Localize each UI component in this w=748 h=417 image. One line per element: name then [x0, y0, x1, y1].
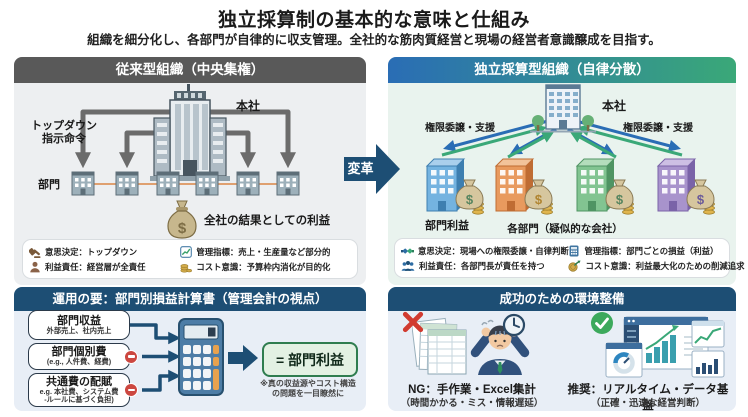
- transform-label: 変革: [347, 161, 374, 176]
- hq-label: 本社: [236, 99, 261, 113]
- ng-subtitle: （時間かかる・ミス・情報遅延）: [400, 398, 544, 409]
- hq-label: 本社: [602, 99, 627, 113]
- dept-label: 部門: [38, 179, 60, 191]
- svg-text:$: $: [616, 192, 624, 207]
- panel-pl-header: 運用の要：部門別損益計算書（管理会計の視点）: [14, 287, 366, 311]
- minus-icon: [124, 383, 138, 397]
- svg-text:$: $: [697, 192, 705, 207]
- fact-cost: コスト意識：利益最大化のための削減追求: [568, 260, 745, 272]
- ok-title: 推奨：リアルタイム・データ基盤: [567, 384, 729, 412]
- fact-cost: コスト意識：予算枠内消化が目的化: [180, 261, 351, 273]
- coins-icon: [180, 263, 193, 273]
- dashboard-icon: [605, 316, 725, 378]
- chart-icon: [180, 245, 193, 258]
- result-arrow-icon: [228, 345, 258, 371]
- pl-row-direct-cost: 部門個別費 (e.g., 人件費、経費): [28, 343, 130, 370]
- dept-building-icon: [115, 171, 139, 196]
- minus-icon: [124, 349, 138, 364]
- topdown-label: トップダウン 指示命令: [31, 120, 97, 145]
- panel-independent-header: 独立採算型組織（自律分散）: [388, 57, 736, 83]
- hq-building-icon: [150, 84, 230, 181]
- dept-profit-result: = 部門利益: [262, 342, 358, 377]
- traditional-facts-box: 意思決定：トップダウン 管理指標：売上・生産量など部分的 利益責任：経営層が全責…: [22, 239, 358, 279]
- dept-building-icon: [236, 171, 260, 196]
- independent-facts-box: 意思決定：現場への権限委譲・自律判断 管理指標：部門ごとの損益（利益） 利益責任…: [394, 238, 745, 278]
- panel-environment: 成功のための環境整備 NG：手作業・Excel集計 （時間かかる・ミス・情報遅延…: [388, 287, 736, 412]
- panel-independent-org: 独立採算型組織（自律分散）: [388, 57, 745, 285]
- pl-flow-connectors: [130, 323, 181, 392]
- panel-env-header: 成功のための環境整備: [388, 287, 736, 311]
- panel-traditional-org: 従来型組織（中央集権）: [14, 57, 366, 285]
- calculator-icon: [178, 318, 224, 396]
- panel-pl-statement: 運用の要：部門別損益計算書（管理会計の視点） 部門収益 外部売上、社内売上 部門…: [14, 287, 366, 411]
- person-icon: [30, 261, 40, 272]
- right-block-arrow-icon: [344, 144, 400, 194]
- delegation-arrows-graphic: [441, 119, 683, 159]
- svg-text:$: $: [535, 192, 543, 207]
- dept-building-icon: [156, 171, 180, 196]
- handshake-icon: [401, 247, 414, 254]
- page-title: 独立採算制の基本的な意味と仕組み: [217, 10, 530, 31]
- spreadsheet-papers-icon: [412, 317, 467, 375]
- dept-company-green-icon: $: [575, 158, 634, 215]
- svg-text:$: $: [178, 220, 187, 237]
- fact-responsibility: 利益責任：各部門長が責任を持つ: [401, 260, 568, 272]
- ok-subtitle: （正確・迅速な経営判断）: [590, 398, 705, 409]
- page-subtitle: 組織を細分化し、各部門が自律的に収支管理。全社的な筋肉質経営と現場の経営者意識醸…: [87, 33, 661, 47]
- ng-title: NG：手作業・Excel集計: [408, 384, 536, 396]
- company-profit-label: 全社の結果としての利益: [204, 215, 331, 227]
- gavel-icon: [29, 247, 41, 258]
- fact-kpi: 管理指標：売上・生産量など部分的: [180, 245, 351, 258]
- dept-building-icon: [195, 171, 219, 196]
- coin-arrow-icon: [568, 260, 582, 272]
- hq-building-icon: [530, 84, 596, 133]
- calculator-icon: [569, 245, 579, 256]
- fact-kpi: 管理指標：部門ごとの損益（利益）: [568, 245, 723, 257]
- delegation-label-right: 権限委譲・支援: [623, 123, 693, 134]
- dept-connector-line: [83, 183, 288, 185]
- pl-row-revenue: 部門収益 外部売上、社内売上: [28, 310, 130, 340]
- dept-company-orange-icon: $: [494, 158, 553, 215]
- clock-icon: [502, 313, 526, 337]
- pl-note: ※真の収益源やコスト構造 の問題を一目瞭然に: [260, 379, 356, 398]
- check-icon: [591, 312, 613, 334]
- panel-traditional-header: 従来型組織（中央集権）: [14, 57, 366, 83]
- dept-company-purple-icon: $: [656, 158, 715, 215]
- ng-x-icon: [402, 311, 424, 333]
- dept-company-blue-icon: $: [425, 158, 484, 215]
- pl-row-shared-cost: 共通費の配賦 e.g. 本社費、システム費 -ルールに基づく負担): [28, 373, 130, 407]
- dept-building-icon: [71, 171, 95, 196]
- dept-building-icon: [276, 171, 300, 196]
- fact-decision: 意思決定：トップダウン: [29, 246, 180, 258]
- dept-profit-label: 部門利益: [425, 220, 469, 232]
- money-bag-icon: $: [167, 200, 197, 239]
- delegation-label-left: 権限委譲・支援: [425, 123, 495, 134]
- transform-arrow: 変革: [344, 142, 402, 196]
- fact-responsibility: 利益責任：経営層が全責任: [29, 261, 180, 273]
- people-icon: [401, 260, 415, 271]
- fact-decision: 意思決定：現場への権限委譲・自律判断: [401, 245, 569, 257]
- svg-text:$: $: [466, 192, 474, 207]
- pseudo-company-label: 各部門（疑似的な会社）: [507, 223, 623, 235]
